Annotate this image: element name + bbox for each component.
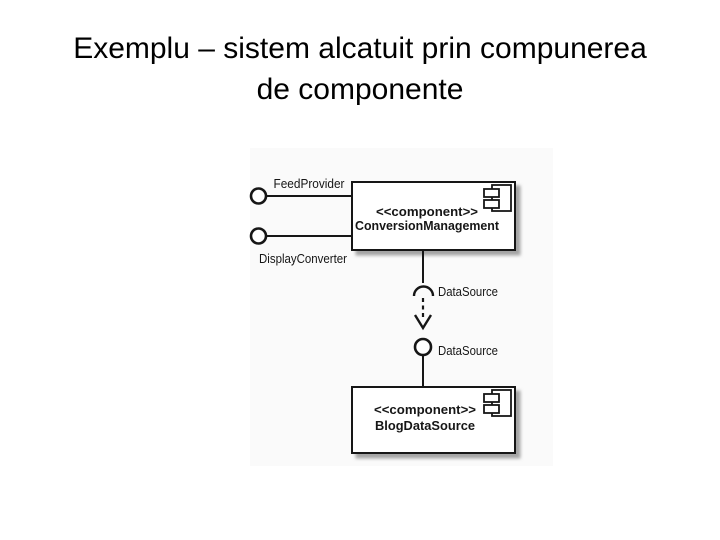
conversion-management-stereotype: <<component>> [376,204,478,219]
data-source-socket [412,285,435,297]
data-source-interface-ball [413,337,433,357]
component-icon [483,389,512,417]
dependency-arrowhead [413,314,433,331]
component-icon [483,184,512,212]
feed-provider-label: FeedProvider [274,176,346,191]
data-source-required-label: DataSource [438,284,498,299]
blog-data-source-name: BlogDataSource [375,418,475,433]
conversion-management-name: ConversionManagement [355,218,500,233]
slide-title: Exemplu – sistem alcatuit prin compunere… [0,28,720,110]
conversion-management-component [351,181,516,251]
uml-component-diagram: FeedProvider DisplayConverter <<componen… [246,146,556,468]
slide-title-line1: Exemplu – sistem alcatuit prin compunere… [73,32,647,65]
display-converter-label: DisplayConverter [259,251,348,266]
blog-data-source-component [351,386,516,454]
display-converter-interface-ball [249,227,268,245]
slide-title-line2: de componente [256,73,464,106]
blog-data-source-stereotype: <<component>> [374,402,476,417]
feed-provider-interface-ball [249,187,268,205]
data-source-provided-label: DataSource [438,343,498,358]
